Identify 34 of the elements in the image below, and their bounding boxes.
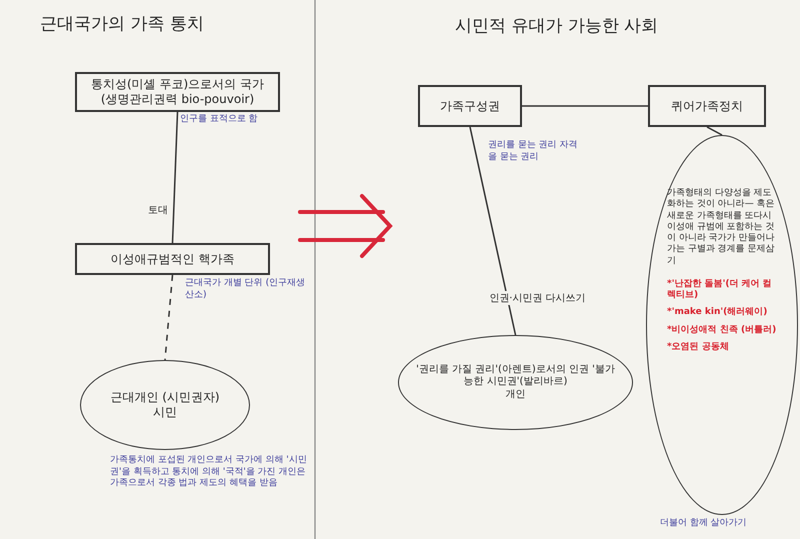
side-note: 권리를 묻는 권리 자격을 묻는 권리 bbox=[488, 140, 578, 164]
ellipse-node bbox=[80, 360, 250, 450]
heading: 시민적 유대가 가능한 사회 bbox=[455, 15, 658, 37]
concept-box bbox=[648, 85, 766, 127]
connector-line bbox=[522, 105, 648, 107]
side-note: 더불어 함께 살아가기 bbox=[660, 518, 748, 530]
node-text: 이성애규범적인 핵가족 bbox=[110, 252, 234, 266]
ellipse-node bbox=[646, 135, 798, 515]
connector-line bbox=[706, 126, 722, 136]
side-note: 인구를 표적으로 함 bbox=[180, 114, 259, 126]
concept-box bbox=[75, 72, 280, 112]
node-text: 가족구성권 bbox=[440, 98, 500, 114]
node-text: 통치성(미셸 푸코)으로서의 국가 bbox=[91, 77, 264, 92]
concept-box bbox=[418, 85, 522, 127]
ellipse-node bbox=[398, 335, 633, 430]
highlight-text: *'make kin'(해러웨이) bbox=[667, 307, 768, 318]
highlight-text: *오염된 공동체 bbox=[667, 342, 729, 353]
connector-line bbox=[469, 126, 516, 336]
node-text: 퀴어가족정치 bbox=[671, 98, 743, 114]
node-text: (생명관리권력 bio-pouvoir) bbox=[100, 92, 254, 107]
highlight-text: *비이성애적 친족 (버틀러) bbox=[667, 324, 776, 336]
node-text: '권리를 가질 권리'(아렌트)로서의 인권 '불가능한 시민권'(발리바르) bbox=[415, 364, 616, 389]
node-text: 시민 bbox=[153, 405, 177, 420]
node-text: 가족형태의 다양성을 제도화하는 것이 아니라— 혹은 새로운 가족형태를 또다시 이성애 규범에 포함하는 것이 아니라 국가가 만들어나가는 구별과 경계를 문제삼기 bbox=[667, 187, 776, 268]
edge-label: 토대 bbox=[146, 203, 170, 218]
highlight-text: *'난잡한 돌봄'(더 케어 컬렉티브) bbox=[667, 278, 773, 302]
concept-box bbox=[75, 243, 270, 275]
heading: 근대국가의 가족 통치 bbox=[40, 13, 204, 35]
node-text: 근대개인 (시민권자) bbox=[110, 390, 220, 405]
side-note: 근대국가 개별 단위 (인구재생산소) bbox=[185, 278, 306, 302]
connector-line bbox=[172, 112, 178, 244]
connector-line bbox=[164, 274, 174, 360]
node-text: 개인 bbox=[504, 388, 526, 402]
side-note: 가족통치에 포섭된 개인으로서 국가에 의해 '시민권'을 획득하고 통치에 의해 '국적'을 가진 개인은 가족으로서 각종 법과 제도의 혜택을 받음 bbox=[110, 455, 308, 490]
